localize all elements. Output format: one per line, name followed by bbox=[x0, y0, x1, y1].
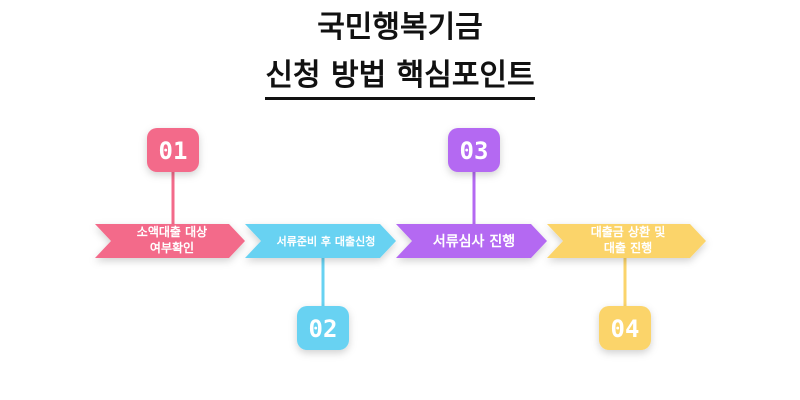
step-3-badge-shape bbox=[448, 128, 500, 172]
step-3-shape bbox=[396, 224, 547, 258]
step-1-label-line1: 소액대출 대상 bbox=[137, 224, 207, 239]
step-4-label-line2: 대출 진행 bbox=[604, 240, 652, 255]
step-1-label-line2: 여부확인 bbox=[150, 240, 194, 255]
step-4-shape bbox=[547, 224, 706, 258]
step-2-shape bbox=[245, 224, 396, 258]
step-2-number: 02 bbox=[309, 315, 338, 343]
step-2-badge-shape bbox=[297, 306, 349, 350]
step-1-number: 01 bbox=[159, 137, 188, 165]
page-title-line1: 국민행복기금 bbox=[317, 10, 483, 45]
step-3-label-line1: 서류심사 진행 bbox=[433, 233, 515, 250]
step-1-badge: 01 bbox=[147, 128, 199, 172]
step-2-badge: 02 bbox=[297, 306, 349, 350]
step-1-shape bbox=[95, 224, 245, 258]
step-2-arrow: 서류준비 후 대출신청 bbox=[245, 224, 396, 258]
step-4-number: 04 bbox=[611, 315, 640, 343]
step-4-badge: 04 bbox=[599, 306, 651, 350]
step-3-number: 03 bbox=[460, 137, 489, 165]
step-1-arrow: 소액대출 대상 여부확인 bbox=[95, 224, 245, 258]
page-title-line2: 신청 방법 핵심포인트 bbox=[0, 56, 800, 100]
step-2-label-line1: 서류준비 후 대출신청 bbox=[277, 234, 376, 248]
step-3-badge: 03 bbox=[448, 128, 500, 172]
step-1-badge-shape bbox=[147, 128, 199, 172]
step-4-badge-shape bbox=[599, 306, 651, 350]
page-title-line2-text: 신청 방법 핵심포인트 bbox=[265, 56, 535, 100]
step-3-arrow: 서류심사 진행 bbox=[396, 224, 547, 258]
step-4-label-line1: 대출금 상환 및 bbox=[591, 224, 666, 239]
step-4-arrow: 대출금 상환 및 대출 진행 bbox=[547, 224, 706, 258]
